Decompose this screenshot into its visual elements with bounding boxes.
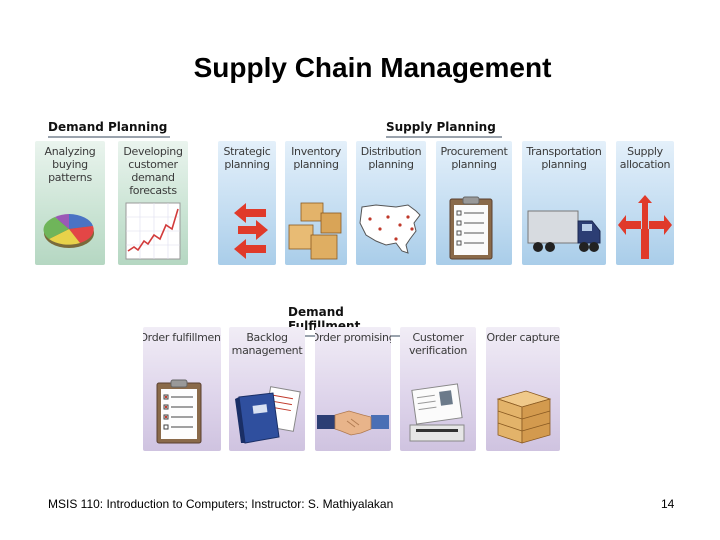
card-label: Distribution planning [360, 145, 422, 171]
card-order-promising: Order promising [315, 327, 391, 451]
card-developing-forecasts: Developing customer demand forecasts [118, 141, 188, 265]
arrows-icon [234, 203, 268, 259]
card-procurement-planning: Procurement planning [436, 141, 512, 265]
binder-icon [235, 386, 301, 444]
card-order-fulfillment: Order fulfillment [143, 327, 221, 451]
card-label: Order promising [315, 331, 391, 344]
footer-course-info: MSIS 110: Introduction to Computers; Ins… [48, 497, 394, 511]
card-backlog-management: Backlog management [229, 327, 305, 451]
pie-chart-icon [43, 214, 94, 248]
card-label: Strategic planning [223, 145, 271, 171]
boxes-icon [288, 202, 342, 260]
card-distribution-planning: Distribution planning [356, 141, 426, 265]
card-label: Transportation planning [526, 145, 602, 171]
card-label: Developing customer demand forecasts [123, 145, 183, 197]
split-arrow-icon [618, 195, 672, 259]
page-number: 14 [661, 497, 675, 511]
id-document-icon [409, 383, 465, 442]
card-label: Order capture [486, 331, 560, 344]
demand-planning-header: Demand Planning [48, 120, 170, 138]
card-label: Order fulfillment [143, 331, 221, 344]
card-label: Inventory planning [291, 145, 341, 171]
checklist-icon [156, 379, 202, 444]
card-label: Analyzing buying patterns [44, 145, 96, 184]
card-supply-allocation: Supply allocation [616, 141, 674, 265]
card-order-capture: Order capture [486, 327, 560, 451]
truck-icon [527, 210, 601, 252]
handshake-icon [317, 410, 389, 436]
card-strategic-planning: Strategic planning [218, 141, 276, 265]
card-label: Supply allocation [619, 145, 671, 171]
supply-planning-header: Supply Planning [386, 120, 502, 138]
line-graph-icon [125, 202, 181, 260]
us-map-icon [359, 204, 421, 254]
slide-title: Supply Chain Management [193, 52, 552, 83]
clipboard-icon [449, 196, 493, 260]
crate-icon [496, 390, 552, 444]
card-label: Backlog management [231, 331, 303, 357]
card-inventory-planning: Inventory planning [285, 141, 347, 265]
card-customer-verification: Customer verification [400, 327, 476, 451]
card-label: Customer verification [408, 331, 468, 357]
card-label: Procurement planning [440, 145, 508, 171]
card-transportation-planning: Transportation planning [522, 141, 606, 265]
card-analyzing-buying-patterns: Analyzing buying patterns [35, 141, 105, 265]
